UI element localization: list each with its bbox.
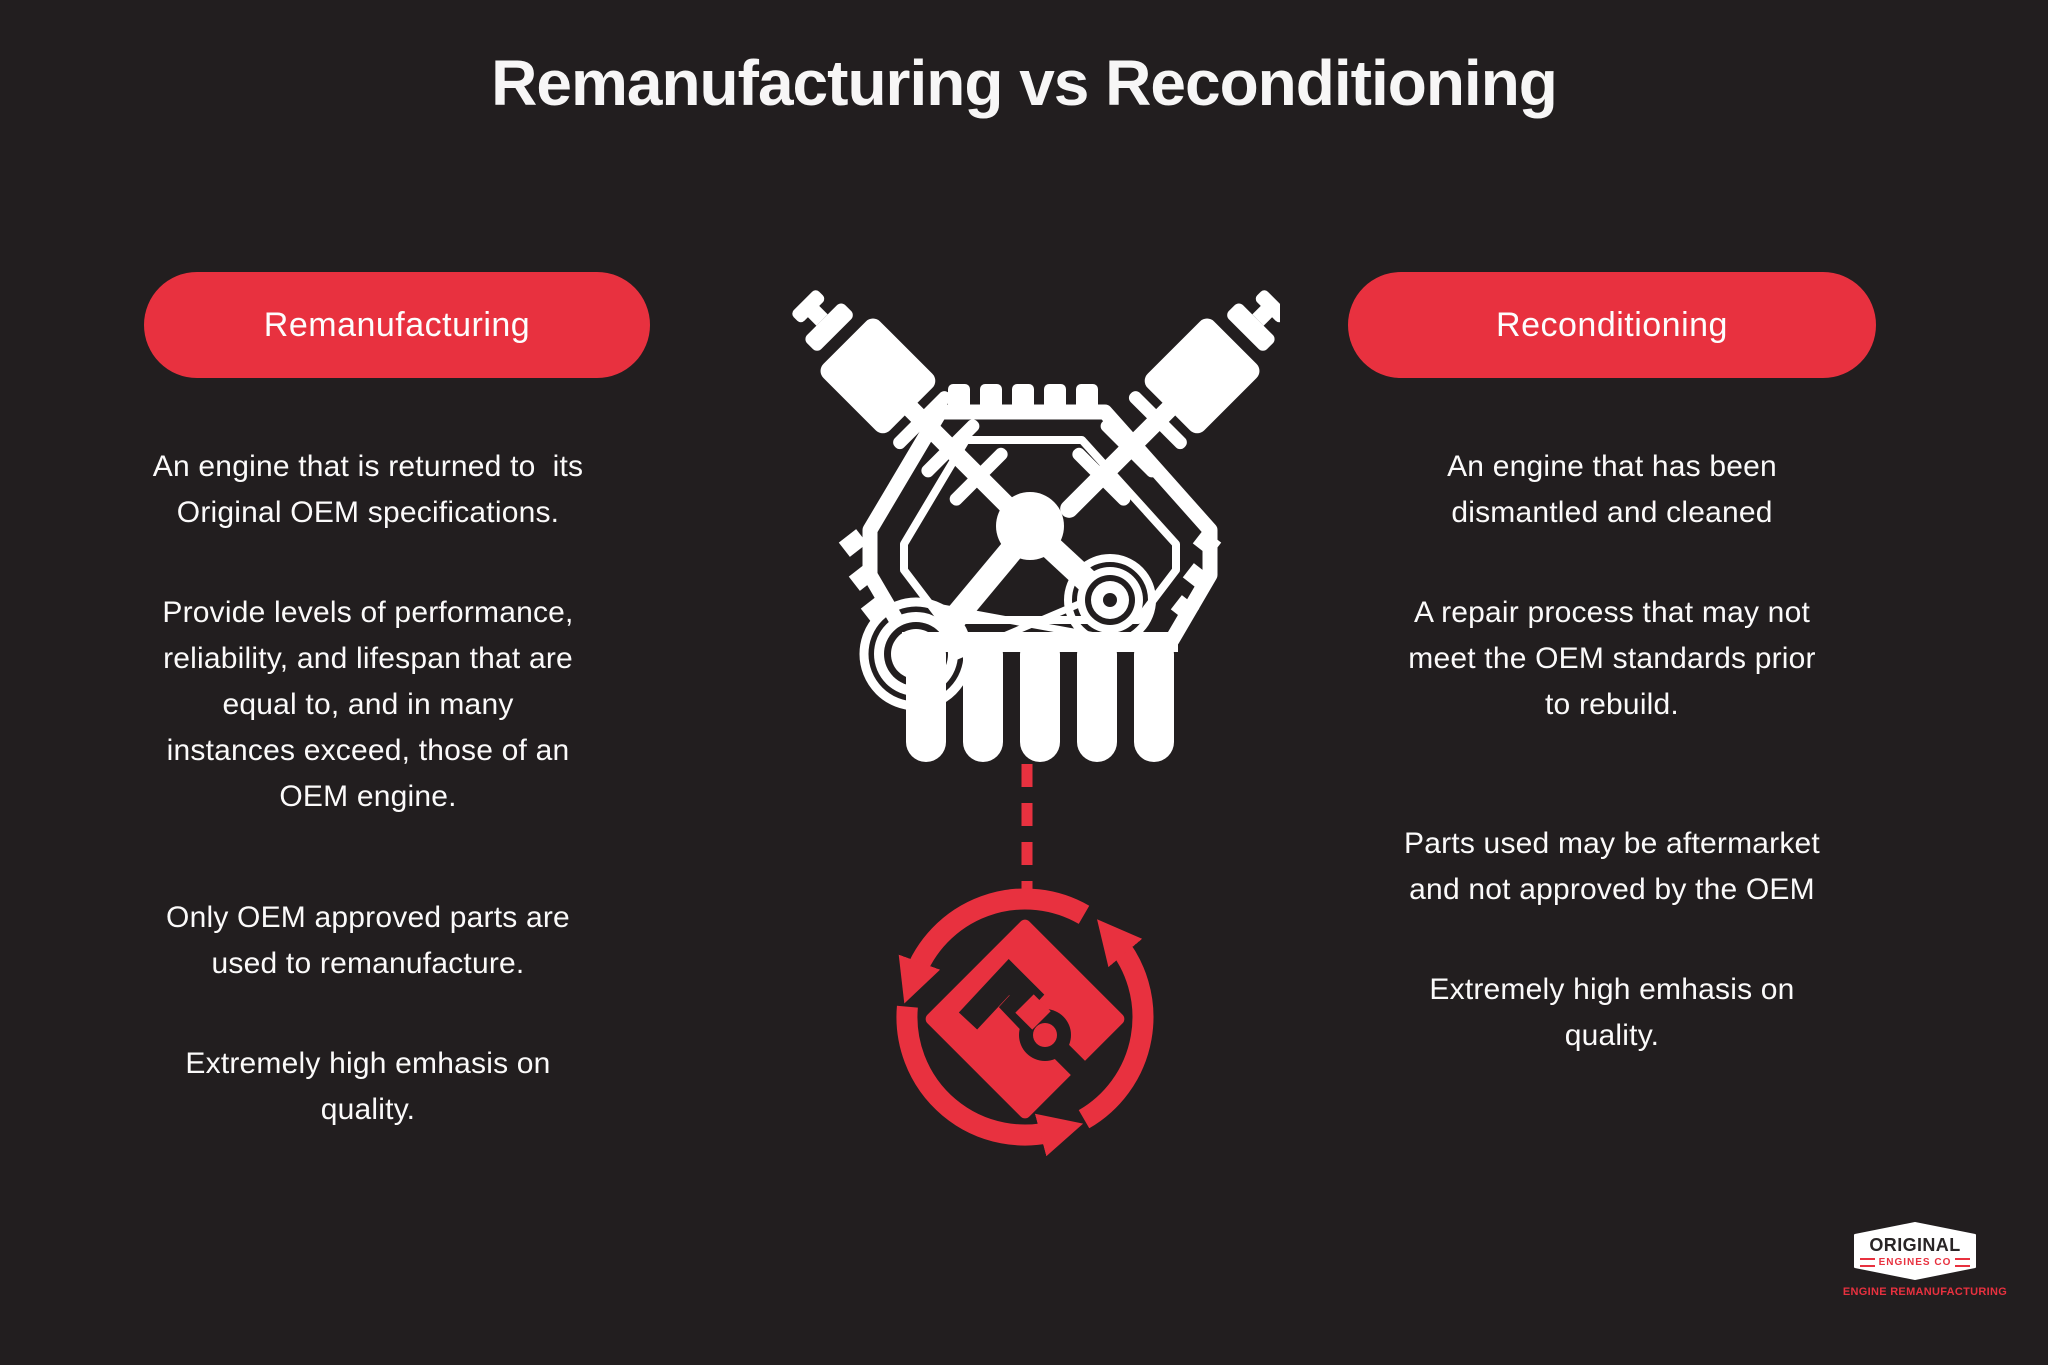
logo-badge-content: ORIGINAL ENGINES CO bbox=[1854, 1222, 1976, 1280]
remanufacturing-header-pill: Remanufacturing bbox=[144, 272, 650, 378]
engine-crank-journal bbox=[996, 492, 1064, 560]
logo-line-decoration-right bbox=[1955, 1257, 1971, 1267]
engine-block-inner-outline bbox=[900, 436, 1180, 624]
remanufacturing-point-1: An engine that is returned to its Origin… bbox=[152, 450, 584, 529]
logo-tagline: ENGINE REMANUFACTURING bbox=[1842, 1286, 2008, 1298]
page-title: Remanufacturing vs Reconditioning bbox=[491, 47, 1558, 119]
cycle-arrows bbox=[896, 888, 1154, 1157]
logo-name: ORIGINAL bbox=[1869, 1234, 1961, 1255]
reconditioning-header-pill: Reconditioning bbox=[1348, 272, 1876, 378]
logo-subtitle-row: ENGINES CO bbox=[1859, 1256, 1971, 1268]
engine-right-pulley bbox=[1064, 554, 1156, 646]
remanufacturing-point-2: Provide levels of performance, reliabili… bbox=[162, 596, 574, 813]
logo-badge-shape bbox=[1854, 1222, 1976, 1280]
remanufacturing-point-3: Only OEM approved parts are used to rema… bbox=[166, 901, 570, 980]
reconditioning-point-2: A repair process that may not meet the O… bbox=[1408, 596, 1816, 721]
brand-logo: ORIGINAL ENGINES CO ENGINE REMANUFACTURI… bbox=[1840, 1218, 2010, 1318]
engine-icon bbox=[792, 290, 1280, 762]
reconditioning-point-3: Parts used may be aftermarket and not ap… bbox=[1404, 827, 1820, 906]
engine-oil-pan-fins bbox=[902, 632, 1178, 762]
engine-side-teeth bbox=[838, 529, 1222, 623]
logo-line-decoration-left bbox=[1859, 1257, 1875, 1267]
dashed-connector-line bbox=[1021, 764, 1033, 891]
cycle-wrench-cutout bbox=[1015, 994, 1103, 1093]
remanufacturing-column: An engine that is returned to its Origin… bbox=[88, 444, 648, 1133]
engine-left-cylinder-bank bbox=[792, 290, 1020, 518]
logo-subtitle: ENGINES CO bbox=[1878, 1256, 1952, 1268]
reconditioning-column: An engine that has been dismantled and c… bbox=[1332, 444, 1892, 1059]
reconditioning-point-1: An engine that has been dismantled and c… bbox=[1447, 450, 1777, 529]
remanufacturing-point-4: Extremely high emhasis on quality. bbox=[185, 1047, 551, 1126]
reconditioning-point-4: Extremely high emhasis on quality. bbox=[1429, 973, 1795, 1052]
remanufacture-cycle-icon bbox=[896, 888, 1154, 1157]
